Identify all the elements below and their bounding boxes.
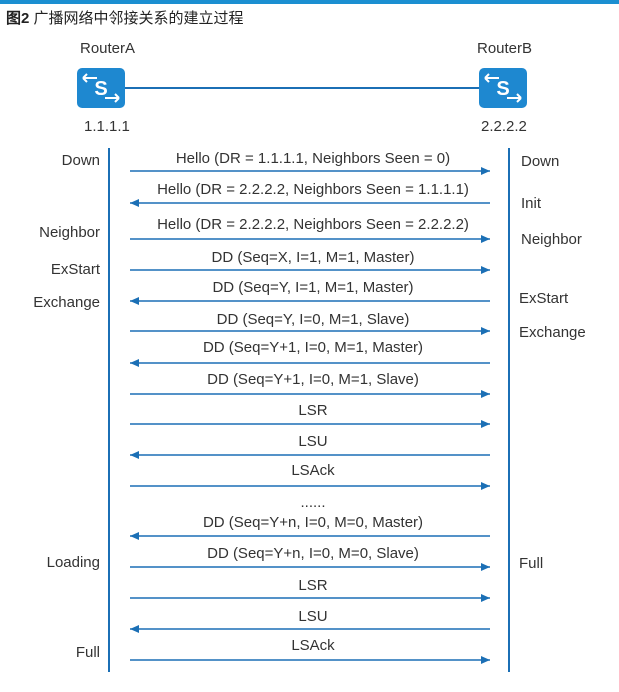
message-label: DD (Seq=Y, I=0, M=1, Slave) xyxy=(217,311,410,328)
message-label: DD (Seq=Y+1, I=0, M=1, Slave) xyxy=(207,371,419,388)
router-b-icon-letter: S xyxy=(496,78,509,100)
figure-caption: 图2 广播网络中邻接关系的建立过程 xyxy=(6,7,244,28)
figure-title: 广播网络中邻接关系的建立过程 xyxy=(33,10,244,27)
arrowhead-right xyxy=(481,482,490,490)
message-label: DD (Seq=X, I=1, M=1, Master) xyxy=(212,249,415,266)
router-link-line xyxy=(125,87,479,89)
state-a-exstart: ExStart xyxy=(50,261,100,278)
state-b-exchange: Exchange xyxy=(519,324,586,341)
message-label: ...... xyxy=(300,494,325,511)
figure-number: 图2 xyxy=(6,10,30,27)
message-label: Hello (DR = 2.2.2.2, Neighbors Seen = 2.… xyxy=(157,216,469,233)
arrowhead-left xyxy=(130,532,139,540)
router-a-ip: 1.1.1.1 xyxy=(84,118,130,135)
router-a-icon-letter: S xyxy=(94,78,107,100)
message-label: Hello (DR = 2.2.2.2, Neighbors Seen = 1.… xyxy=(157,181,469,198)
state-b-down: Down xyxy=(521,153,560,170)
router-b-name: RouterB xyxy=(477,40,533,57)
state-a-full: Full xyxy=(75,644,100,661)
state-a-neighbor: Neighbor xyxy=(39,224,100,241)
arrowhead-right xyxy=(481,390,490,398)
state-b-exstart: ExStart xyxy=(519,290,569,307)
message-label: DD (Seq=Y+1, I=0, M=1, Master) xyxy=(203,339,423,356)
arrowhead-left xyxy=(130,199,139,207)
router-a-switch-icon: S xyxy=(77,68,125,108)
arrowhead-right xyxy=(481,563,490,571)
state-b-init: Init xyxy=(521,195,542,212)
message-label: LSAck xyxy=(291,637,335,654)
router-b-lifeline xyxy=(508,148,510,672)
router-a-lifeline xyxy=(108,148,110,672)
state-a-exchange: Exchange xyxy=(33,294,100,311)
arrowhead-right xyxy=(481,327,490,335)
message-label: LSU xyxy=(298,608,327,625)
message-label: LSU xyxy=(298,433,327,450)
state-a-loading: Loading xyxy=(46,554,100,571)
arrowhead-left xyxy=(130,297,139,305)
arrowhead-left xyxy=(130,625,139,633)
message-label: DD (Seq=Y+n, I=0, M=0, Master) xyxy=(203,514,423,531)
arrowhead-right xyxy=(481,594,490,602)
arrowhead-right xyxy=(481,167,490,175)
state-b-neighbor: Neighbor xyxy=(521,231,582,248)
message-label: LSR xyxy=(298,577,327,594)
arrowhead-right xyxy=(481,235,490,243)
arrowhead-right xyxy=(481,266,490,274)
router-a-name: RouterA xyxy=(80,40,136,57)
state-a-down: Down xyxy=(61,152,100,169)
top-accent-bar xyxy=(0,0,619,4)
message-label: Hello (DR = 1.1.1.1, Neighbors Seen = 0) xyxy=(176,150,450,167)
message-label: LSAck xyxy=(291,462,335,479)
arrowhead-right xyxy=(481,420,490,428)
message-label: LSR xyxy=(298,402,327,419)
message-label: DD (Seq=Y, I=1, M=1, Master) xyxy=(212,279,413,296)
arrowhead-left xyxy=(130,451,139,459)
arrowhead-left xyxy=(130,359,139,367)
state-b-full: Full xyxy=(519,555,544,572)
router-b-ip: 2.2.2.2 xyxy=(481,118,527,135)
message-label: DD (Seq=Y+n, I=0, M=0, Slave) xyxy=(207,545,419,562)
arrowhead-right xyxy=(481,656,490,664)
router-b-switch-icon: S xyxy=(479,68,527,108)
